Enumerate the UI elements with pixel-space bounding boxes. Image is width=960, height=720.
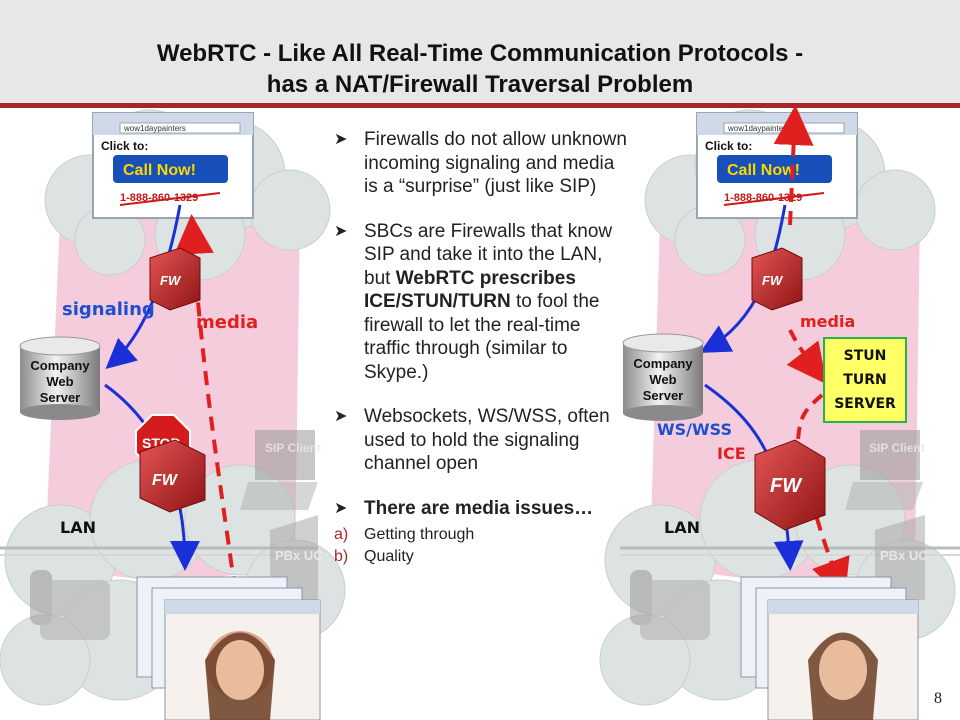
left-browser-call: Call Now! (123, 162, 196, 179)
left-firewall-bottom (139, 439, 206, 513)
right-browser-call: Call Now! (727, 162, 800, 179)
right-sip-client (845, 430, 923, 510)
left-firewall-top (149, 247, 201, 311)
left-signaling-label: signaling (62, 299, 155, 320)
left-sip-client-label: SIP Client (265, 441, 321, 455)
bullet-item: ➤ There are media issues… (334, 497, 594, 519)
left-sip-client (240, 430, 318, 510)
right-desk-phone (630, 570, 710, 640)
sub-bullet-item: a) Getting through (334, 526, 475, 543)
right-firewall-top (751, 247, 803, 311)
left-pbx-label: PBx UC (275, 548, 323, 563)
slide-title-line1: WebRTC - Like All Real-Time Communicatio… (156, 40, 804, 67)
left-browser-phone: 1-888-860-1329 (120, 192, 198, 204)
right-web-server (622, 333, 704, 421)
right-server-label: Company Web Server (633, 356, 693, 403)
right-browser-window (696, 112, 858, 219)
title-bar (0, 0, 960, 103)
right-browser-click: Click to: (705, 139, 752, 153)
right-browser-url: wow1daypainters (727, 124, 790, 133)
left-agent-browsers (136, 576, 321, 720)
page-number: 8 (934, 690, 942, 707)
left-lan-label: LAN (60, 518, 96, 537)
right-fw-bottom-label: FW (770, 475, 803, 497)
bullet-arrow-icon: ➤ (334, 131, 348, 148)
left-browser-url: wow1daypainters (123, 124, 186, 133)
right-pbx-label: PBx UC (880, 548, 928, 563)
bullet-list: ➤ Firewalls do not allow unknown incomin… (330, 128, 630, 568)
left-browser-window (92, 112, 254, 219)
left-diagram: wow1daypainters Click to: Call Now! 1-88… (0, 109, 346, 720)
left-fw-top-label: FW (160, 273, 182, 288)
right-ws-label: WS/WSS (657, 420, 732, 439)
right-sip-client-label: SIP Client (869, 441, 925, 455)
left-media-label: media (196, 312, 259, 333)
bullet-item: ➤ Firewalls do not allow unknown incomin… (334, 129, 627, 197)
left-web-server (19, 336, 101, 420)
right-firewall-bottom (754, 439, 826, 531)
bullet-arrow-icon: ➤ (334, 499, 348, 517)
right-fw-top-label: FW (762, 273, 784, 288)
bullet-arrow-icon: ➤ (334, 222, 348, 240)
left-fw-bottom-label: FW (152, 472, 179, 489)
right-media-from-stun (796, 393, 824, 441)
slide-title: WebRTC - Like All Real-Time Communicatio… (40, 38, 920, 100)
bullet-arrow-icon: ➤ (334, 408, 348, 425)
left-desk-phone (30, 570, 110, 640)
right-lan-label: LAN (664, 518, 700, 537)
right-media-arrow-up (773, 105, 814, 226)
right-browser-phone: 1-888-860-1329 (724, 192, 802, 204)
right-agent-browsers (740, 576, 919, 720)
left-browser-click: Click to: (101, 139, 148, 153)
title-rule (0, 103, 960, 108)
sub-bullet-item: b) Quality (334, 548, 414, 565)
bullet-item: ➤ Websockets, WS/WSS, often used to hold… (334, 406, 610, 474)
right-diagram: wow1daypainters Click to: Call Now! 1-88… (599, 105, 960, 720)
bullet-item: ➤ SBCs are Firewalls that know SIP and t… (334, 220, 613, 383)
right-ice-label: ICE (717, 444, 746, 463)
slide-title-line2: has a NAT/Firewall Traversal Problem (266, 71, 694, 98)
stun-turn-server-box: STUN TURN SERVER (823, 337, 907, 423)
left-server-label: Company Web Server (30, 358, 90, 405)
right-media-label: media (800, 312, 856, 331)
right-media-to-stun (786, 329, 827, 385)
